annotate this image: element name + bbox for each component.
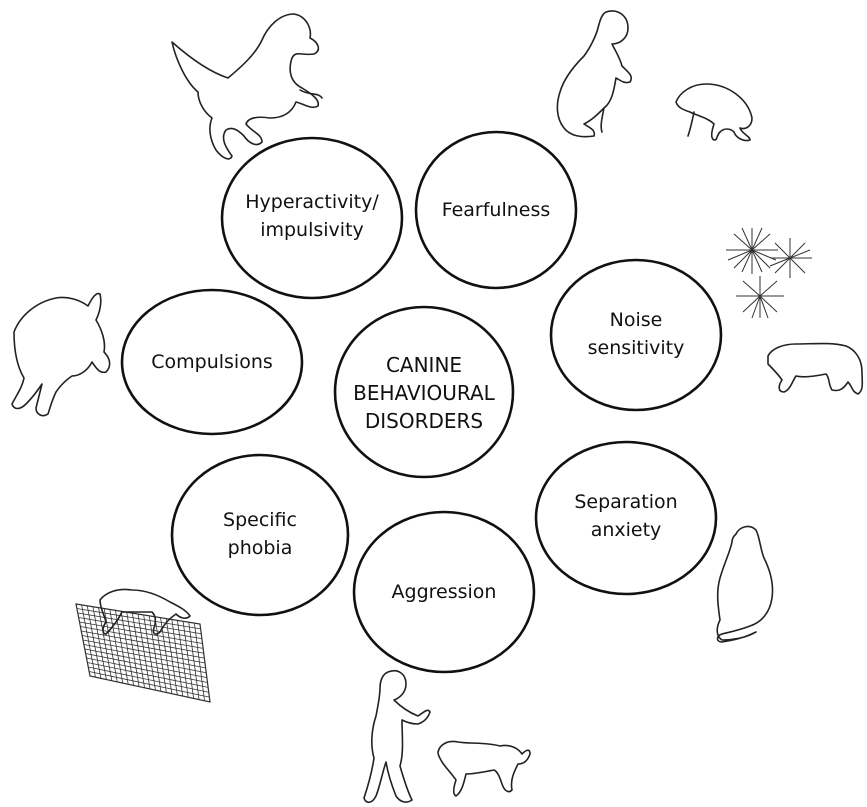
person-icon bbox=[363, 669, 431, 804]
aggressive-dog-icon bbox=[437, 740, 531, 797]
center-label-line-2: BEHAVIOURAL bbox=[353, 381, 496, 405]
node-hyperactivity-line-1: Hyperactivity/ bbox=[245, 191, 379, 213]
center-label-line-3: DISORDERS bbox=[365, 409, 483, 433]
node-compulsions: Compulsions bbox=[120, 288, 304, 436]
grid-line bbox=[82, 639, 206, 664]
grid-line bbox=[76, 608, 201, 630]
node-noise-sensitivity: Noise sensitivity bbox=[549, 258, 723, 412]
node-separation-line-2: anxiety bbox=[591, 519, 662, 541]
grid-line bbox=[87, 662, 209, 688]
node-separation-line-1: Separation bbox=[574, 491, 677, 513]
crouching-person-icon bbox=[556, 10, 633, 138]
node-separation-anxiety: Separation anxiety bbox=[534, 440, 718, 596]
grid-line bbox=[82, 635, 205, 659]
grid-line bbox=[80, 626, 204, 649]
node-aggression-line-1: Aggression bbox=[392, 581, 497, 603]
node-noise-line-1: Noise bbox=[610, 309, 663, 331]
center-node: CANINE BEHAVIOURAL DISORDERS bbox=[333, 305, 515, 479]
node-hyperactivity: Hyperactivity/ impulsivity bbox=[220, 136, 404, 300]
node-phobia-line-1: Specific bbox=[223, 509, 297, 531]
grid-line bbox=[78, 617, 202, 640]
dog-on-grid-icon bbox=[75, 588, 211, 703]
grid-line bbox=[77, 612, 202, 635]
node-specific-phobia: Specific phobia bbox=[170, 453, 350, 617]
grid-line bbox=[89, 671, 210, 698]
grid-line bbox=[86, 657, 208, 683]
grid-line bbox=[79, 621, 203, 644]
node-aggression: Aggression bbox=[352, 510, 536, 674]
node-fearfulness-line-1: Fearfulness bbox=[442, 199, 551, 221]
grid-line bbox=[83, 644, 206, 669]
grid-line bbox=[81, 630, 204, 654]
node-noise-line-2: sensitivity bbox=[588, 337, 685, 359]
node-phobia-line-2: phobia bbox=[228, 537, 293, 559]
fearful-dog-icon bbox=[675, 83, 753, 142]
grid-line bbox=[84, 648, 207, 674]
node-hyperactivity-line-2: impulsivity bbox=[260, 219, 364, 241]
tail-chasing-dog-icon bbox=[11, 292, 111, 417]
fireworks-icon bbox=[726, 227, 812, 319]
center-label-line-1: CANINE bbox=[386, 353, 462, 377]
grid-line bbox=[85, 653, 207, 679]
cowering-dog-icon bbox=[767, 342, 864, 395]
node-fearfulness: Fearfulness bbox=[414, 130, 578, 290]
grid-line bbox=[88, 666, 209, 693]
node-compulsions-line-1: Compulsions bbox=[151, 351, 273, 373]
jumping-dog-icon bbox=[171, 13, 323, 160]
sitting-dog-icon bbox=[716, 525, 774, 643]
